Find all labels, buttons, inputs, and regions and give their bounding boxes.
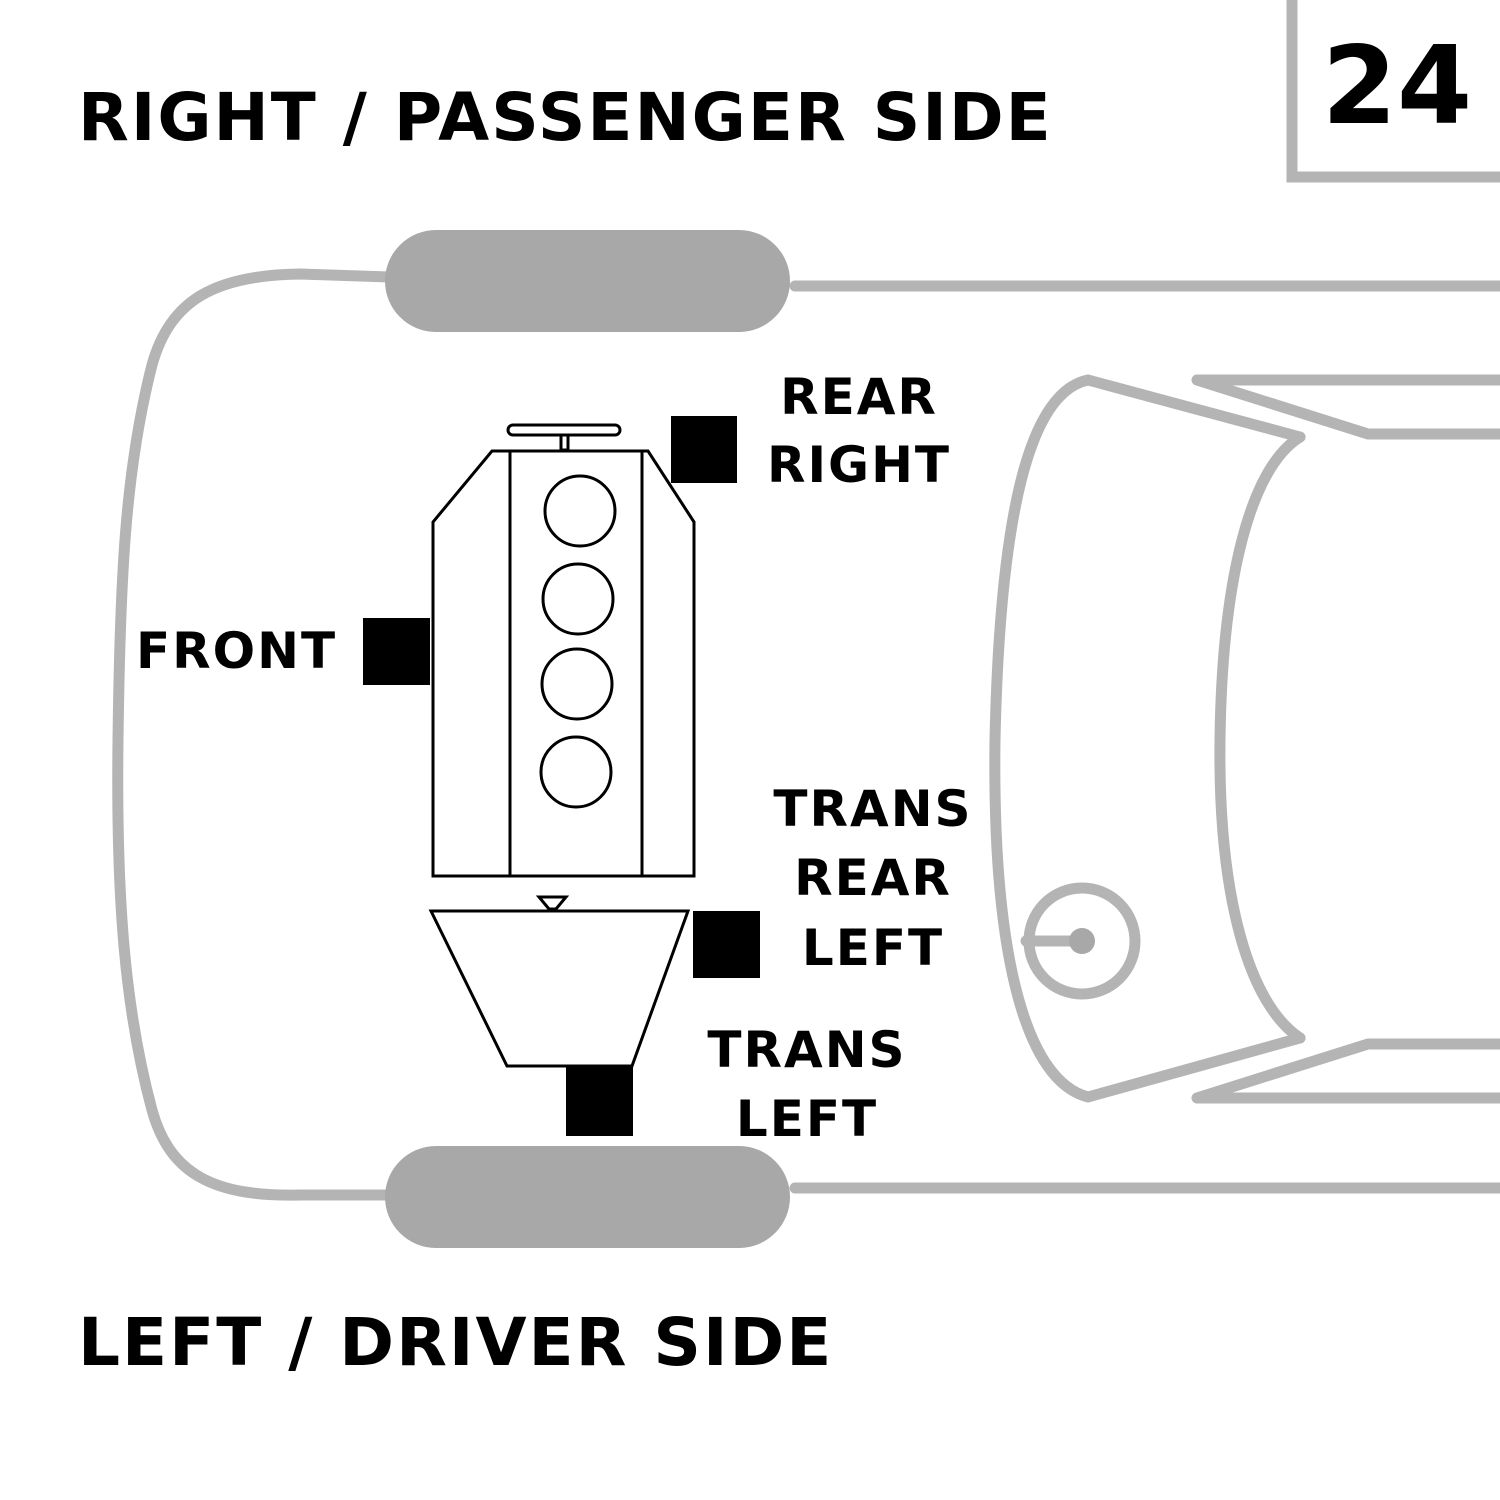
a-pillar-bottom bbox=[1191, 1038, 1500, 1104]
front-left-tire bbox=[385, 1146, 790, 1248]
a-pillar-top bbox=[1191, 374, 1500, 440]
right-passenger-side-label: RIGHT / PASSENGER SIDE bbox=[78, 79, 1053, 156]
diagram-number: 24 bbox=[1322, 24, 1472, 149]
front-right-tire bbox=[385, 230, 790, 332]
crossmember-bolt bbox=[1069, 928, 1095, 954]
transmission-case bbox=[428, 909, 691, 1068]
trans-rear-left-mount bbox=[693, 911, 760, 978]
windshield-top-edge bbox=[1082, 374, 1306, 443]
front-mount bbox=[363, 618, 430, 685]
trans-left-mount bbox=[566, 1067, 633, 1136]
trans-rear-left-label-line2: REAR bbox=[794, 849, 952, 907]
rear-right-label: REAR RIGHT bbox=[767, 368, 951, 494]
car-body-outline bbox=[112, 268, 1500, 1201]
trans-rear-left-label-line3: LEFT bbox=[802, 919, 944, 977]
cylinder-2 bbox=[541, 562, 615, 636]
engine-block bbox=[431, 423, 696, 878]
trans-left-label-line2: LEFT bbox=[736, 1090, 878, 1148]
mount-markers bbox=[363, 416, 760, 1136]
trans-rear-left-label: TRANS REAR LEFT bbox=[773, 780, 972, 977]
diagram-number-box: 24 bbox=[1286, 0, 1500, 183]
cylinder-3 bbox=[540, 647, 614, 721]
cylinder-1 bbox=[543, 474, 617, 548]
windshield-outer bbox=[989, 374, 1306, 1103]
trans-rear-left-label-line1: TRANS bbox=[773, 780, 972, 838]
number-box-frame bbox=[1286, 0, 1500, 183]
transmission bbox=[428, 895, 691, 1068]
car-front-outline bbox=[112, 268, 396, 1201]
fan-shaft bbox=[559, 433, 570, 452]
transmission-bell-connector bbox=[535, 895, 570, 911]
trans-left-label: TRANS LEFT bbox=[707, 1021, 906, 1148]
front-label: FRONT bbox=[136, 622, 337, 680]
rear-right-label-line1: REAR bbox=[780, 368, 938, 426]
rear-right-label-line2: RIGHT bbox=[767, 436, 951, 494]
cylinder-4 bbox=[539, 735, 613, 809]
left-driver-side-label: LEFT / DRIVER SIDE bbox=[78, 1304, 833, 1381]
trans-left-label-line1: TRANS bbox=[707, 1021, 906, 1079]
rear-right-mount bbox=[671, 416, 737, 483]
windshield-inner bbox=[1214, 431, 1306, 1044]
